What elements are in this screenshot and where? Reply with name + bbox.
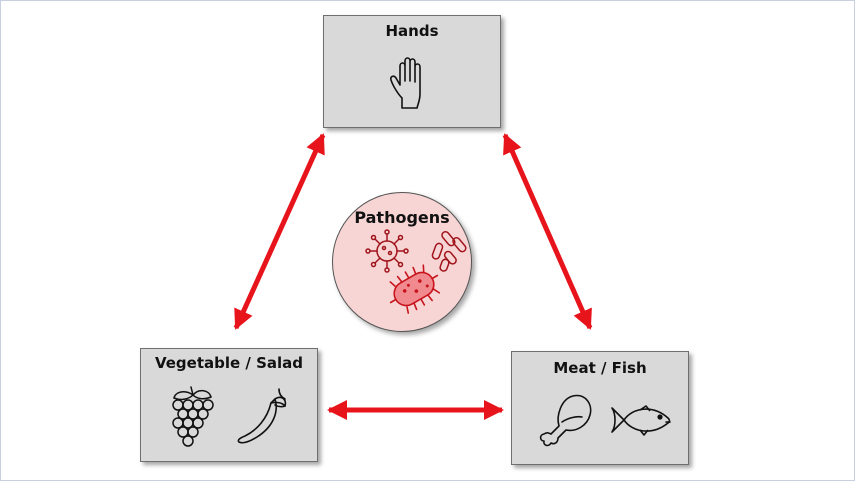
meat-fish-box: Meat / Fish (511, 351, 689, 465)
pathogens-circle: Pathogens (332, 192, 472, 332)
arrow-hands-meat (502, 133, 593, 330)
vegetable-salad-box: Vegetable / Salad (140, 348, 318, 462)
hands-label: Hands (385, 22, 439, 40)
vegetable-salad-label: Vegetable / Salad (154, 354, 304, 372)
fish-icon (611, 405, 671, 436)
chili-pepper-icon (237, 388, 287, 444)
bacilli-icon (431, 230, 467, 272)
meat-fish-label: Meat / Fish (553, 359, 647, 377)
hands-box: Hands (323, 15, 501, 128)
virus-icon (365, 229, 409, 273)
grapes-icon (172, 386, 214, 447)
arrow-hands-vegetable (233, 133, 326, 330)
chicken-leg-icon (539, 394, 592, 447)
bacterium-icon (389, 264, 441, 314)
hand-icon (390, 57, 421, 109)
pathogens-label: Pathogens (354, 208, 450, 227)
